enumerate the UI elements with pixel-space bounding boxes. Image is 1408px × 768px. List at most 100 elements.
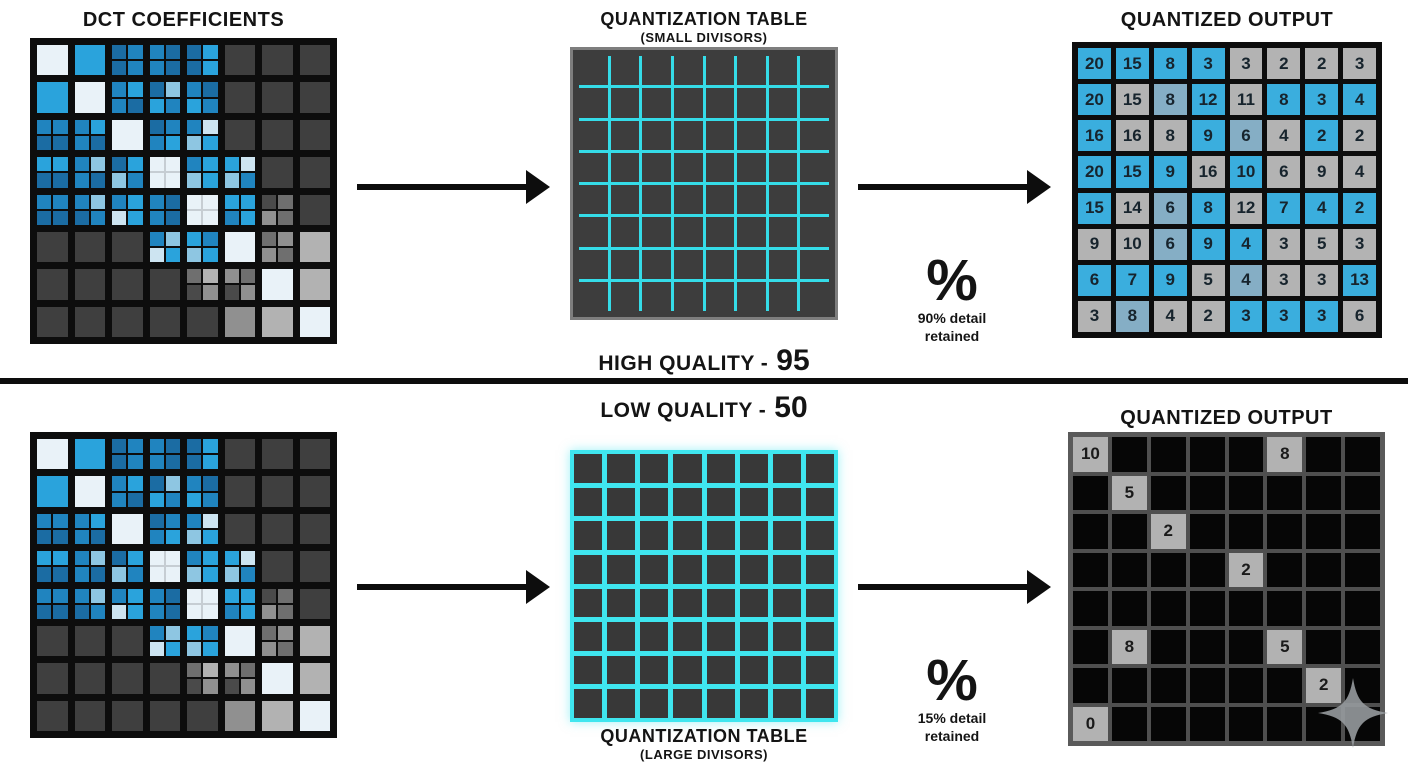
quantized-value-cell: 3 bbox=[1229, 300, 1263, 332]
quant-table-cell bbox=[673, 554, 702, 584]
quantized-value-cell: 3 bbox=[1305, 264, 1339, 296]
dct-subcell bbox=[187, 135, 202, 151]
dct-subcell bbox=[149, 513, 164, 528]
dct-subcell bbox=[74, 604, 89, 619]
dct-subcell bbox=[149, 439, 164, 454]
high-quality-banner: HIGH QUALITY - 95 bbox=[504, 344, 904, 378]
dct-subcell bbox=[165, 529, 180, 545]
dct-cell bbox=[187, 119, 218, 151]
dct-cell bbox=[37, 119, 68, 151]
quant-table-cell bbox=[574, 554, 603, 584]
detail-retained-line1: 15% detail bbox=[917, 710, 987, 726]
dct-subcell bbox=[53, 135, 68, 151]
quantized-zero-cell bbox=[1228, 629, 1264, 664]
quant-table-cell bbox=[706, 454, 735, 483]
quant-table-cell bbox=[673, 622, 702, 651]
quant-table-cell bbox=[737, 185, 766, 215]
dct-subcell bbox=[262, 194, 277, 209]
dct-cell bbox=[187, 82, 218, 113]
quantized-zero-cell bbox=[1228, 706, 1264, 741]
quantized-value-cell: 3 bbox=[1267, 228, 1301, 260]
dct-subcell bbox=[149, 625, 164, 641]
dct-subcell bbox=[187, 119, 202, 134]
dct-subcell bbox=[128, 551, 143, 566]
quantization-table-title-top: QUANTIZATION TABLE bbox=[600, 9, 808, 29]
quant-table-cell bbox=[610, 185, 640, 215]
dct-cell bbox=[149, 306, 180, 337]
dct-subcell bbox=[37, 513, 52, 528]
dct-cell bbox=[224, 700, 255, 731]
quant-table-cell bbox=[673, 120, 703, 150]
dct-subcell bbox=[224, 551, 239, 566]
dct-subcell bbox=[203, 513, 218, 528]
arrow-head-icon bbox=[1027, 170, 1051, 204]
quantized-zero-cell bbox=[1306, 475, 1342, 510]
quant-table-cell bbox=[705, 88, 735, 118]
dct-subcell bbox=[187, 98, 202, 113]
dct-subcell bbox=[90, 567, 105, 582]
dct-subcell bbox=[203, 625, 218, 641]
dct-subcell bbox=[278, 210, 293, 225]
dct-cell bbox=[187, 663, 218, 694]
dct-cell bbox=[37, 45, 68, 76]
dct-cell bbox=[262, 269, 293, 300]
quantized-value-cell: 16 bbox=[1078, 120, 1111, 152]
quant-table-cell bbox=[574, 454, 603, 483]
quant-table-cell bbox=[737, 120, 766, 150]
dct-subcell bbox=[149, 529, 164, 545]
dct-cell bbox=[224, 82, 255, 113]
quant-table-cell bbox=[768, 56, 798, 86]
dct-cell bbox=[112, 306, 143, 337]
quant-table-cell bbox=[607, 521, 636, 550]
dct-cell bbox=[149, 82, 180, 113]
dct-subcell bbox=[90, 529, 105, 545]
dct-subcell bbox=[203, 98, 218, 113]
dct-subcell bbox=[149, 157, 164, 172]
quantized-value-cell: 20 bbox=[1078, 156, 1111, 188]
dct-subcell bbox=[165, 61, 180, 76]
quantized-output-title-bottom: QUANTIZED OUTPUT bbox=[1120, 407, 1333, 429]
quantized-value-cell: 6 bbox=[1267, 156, 1301, 188]
quant-table-cell bbox=[772, 487, 801, 517]
quant-table-cell bbox=[607, 689, 636, 718]
dct-subcell bbox=[187, 173, 202, 188]
dct-subcell bbox=[90, 135, 105, 151]
quantized-value-cell: 8 bbox=[1267, 84, 1301, 116]
dct-subcell bbox=[240, 588, 255, 603]
quant-table-cell bbox=[739, 689, 768, 718]
quant-table-cell bbox=[640, 689, 669, 718]
dct-subcell bbox=[149, 45, 164, 60]
dct-cell bbox=[112, 551, 143, 582]
dct-subcell bbox=[187, 642, 202, 657]
quantized-zero-cell bbox=[1306, 437, 1342, 472]
quantized-value-cell: 2 bbox=[1343, 120, 1376, 152]
quantized-value-cell: 3 bbox=[1229, 48, 1263, 80]
quant-table-cell bbox=[642, 56, 671, 86]
quantized-zero-cell bbox=[1189, 668, 1225, 703]
quant-table-cell bbox=[737, 152, 766, 182]
quant-table-cell bbox=[642, 120, 671, 150]
quant-table-cell bbox=[610, 249, 640, 279]
dct-cell bbox=[149, 269, 180, 300]
low-quality-value: 50 bbox=[774, 391, 808, 424]
dct-coefficients-title: DCT COEFFICIENTS bbox=[82, 9, 285, 31]
sparkle-icon bbox=[1318, 678, 1388, 748]
quant-table-cell bbox=[805, 655, 834, 685]
quant-table-cell bbox=[640, 454, 669, 483]
dct-subcell bbox=[112, 98, 127, 113]
quantized-value-cell: 9 bbox=[1078, 228, 1111, 260]
quant-table-cell bbox=[800, 217, 829, 247]
dct-cell bbox=[112, 439, 143, 470]
dct-subcell bbox=[187, 529, 202, 545]
dct-subcell bbox=[112, 567, 127, 582]
dct-subcell bbox=[278, 248, 293, 263]
quantized-value-cell: 0 bbox=[1073, 706, 1108, 741]
quant-table-cell bbox=[800, 88, 829, 118]
dct-subcell bbox=[74, 513, 89, 528]
dct-subcell bbox=[165, 588, 180, 603]
dct-subcell bbox=[187, 604, 202, 619]
dct-cell bbox=[112, 157, 143, 188]
dct-cell bbox=[224, 625, 255, 657]
dct-cell bbox=[224, 439, 255, 470]
dct-cell bbox=[74, 306, 105, 337]
